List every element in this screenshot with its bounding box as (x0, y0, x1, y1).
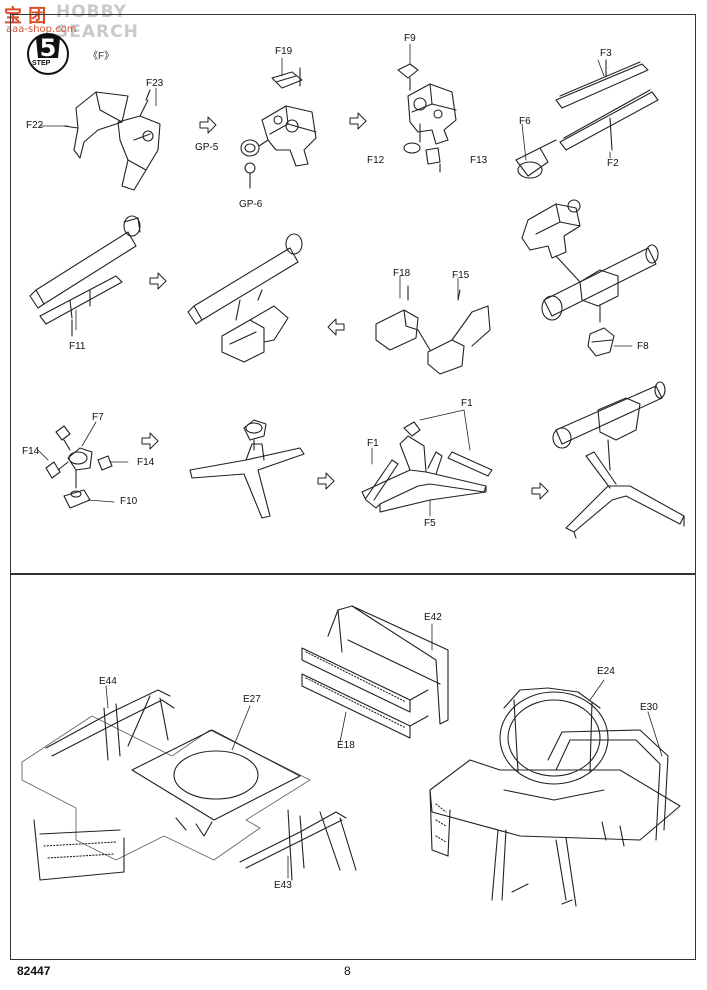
part-label-f23: F23 (146, 78, 164, 89)
part-label-f14-left: F14 (22, 446, 40, 457)
right-roll-cage-with-ring-drawing (429, 687, 681, 907)
part-label-f13: F13 (470, 155, 488, 166)
tripod-base-drawing (189, 419, 305, 519)
flow-arrow-3 (149, 272, 167, 290)
part-label-f5: F5 (424, 518, 436, 529)
launch-tube-halves-drawing (515, 59, 659, 179)
part-label-f11: F11 (69, 341, 86, 352)
part-label-f14-right: F14 (137, 457, 155, 468)
subassembly-mark: 《F》 (88, 51, 115, 62)
assembled-launcher-drawing (521, 199, 659, 357)
part-label-gp5: GP-5 (195, 142, 219, 153)
flow-arrow-1 (199, 116, 217, 134)
step-badge: 5 STEP (26, 32, 70, 76)
tripod-head-parts-drawing (45, 425, 113, 509)
part-label-f22: F22 (26, 120, 44, 131)
part-label-f12: F12 (367, 155, 385, 166)
watermark-brand: HOBBY SEARCH (56, 2, 139, 42)
page-number: 8 (344, 964, 351, 978)
sight-head-drawing (397, 63, 457, 173)
part-label-f15: F15 (452, 270, 470, 281)
watermark: 宝 团 HOBBY SEARCH aaa-shop.com (4, 2, 174, 42)
side-grille-panels-drawing (301, 605, 449, 739)
part-label-gp6: GP-6 (239, 199, 263, 210)
step-number: 5 (39, 34, 57, 62)
part-label-f1-right: F1 (461, 398, 473, 409)
grip-assembly-drawing (63, 89, 161, 191)
assembly-panel-bottom (10, 574, 696, 960)
flow-arrow-7 (531, 482, 549, 500)
part-label-f2: F2 (607, 158, 619, 169)
flow-arrow-4 (327, 318, 345, 336)
assembly-panel-top (10, 14, 696, 574)
part-label-e44: E44 (99, 676, 117, 687)
part-label-e18: E18 (337, 740, 355, 751)
tube-with-rail-drawing (29, 215, 141, 337)
part-label-f18: F18 (393, 268, 411, 279)
tripod-legs-drawing (361, 421, 493, 513)
part-label-e30: E30 (640, 702, 658, 713)
tube-on-grip-drawing (187, 233, 303, 363)
part-label-e24: E24 (597, 666, 615, 677)
part-label-f3: F3 (600, 48, 612, 59)
part-label-f19: F19 (275, 46, 293, 57)
product-code: 82447 (17, 964, 51, 978)
leader-lines (37, 43, 663, 879)
flow-arrow-6 (317, 472, 335, 490)
part-label-f1-left: F1 (367, 438, 379, 449)
step-badge-circle (27, 33, 69, 75)
grip-f18-f15-drawing (375, 285, 491, 375)
flow-arrow-2 (349, 112, 367, 130)
sight-body-drawing (240, 67, 317, 189)
part-label-f10: F10 (120, 496, 138, 507)
flow-arrow-5 (141, 432, 159, 450)
part-label-f8: F8 (637, 341, 649, 352)
part-label-f9: F9 (404, 33, 416, 44)
watermark-cn: 宝 团 (4, 6, 47, 27)
left-roll-cage-drawing (21, 689, 357, 881)
part-label-f6: F6 (519, 116, 531, 127)
part-label-e43: E43 (274, 880, 292, 891)
part-label-e27: E27 (243, 694, 261, 705)
step-label: STEP (32, 60, 51, 67)
final-launcher-on-tripod-drawing (552, 381, 685, 539)
part-label-e42: E42 (424, 612, 442, 623)
watermark-url: aaa-shop.com (6, 24, 77, 35)
part-label-f7: F7 (92, 412, 104, 423)
